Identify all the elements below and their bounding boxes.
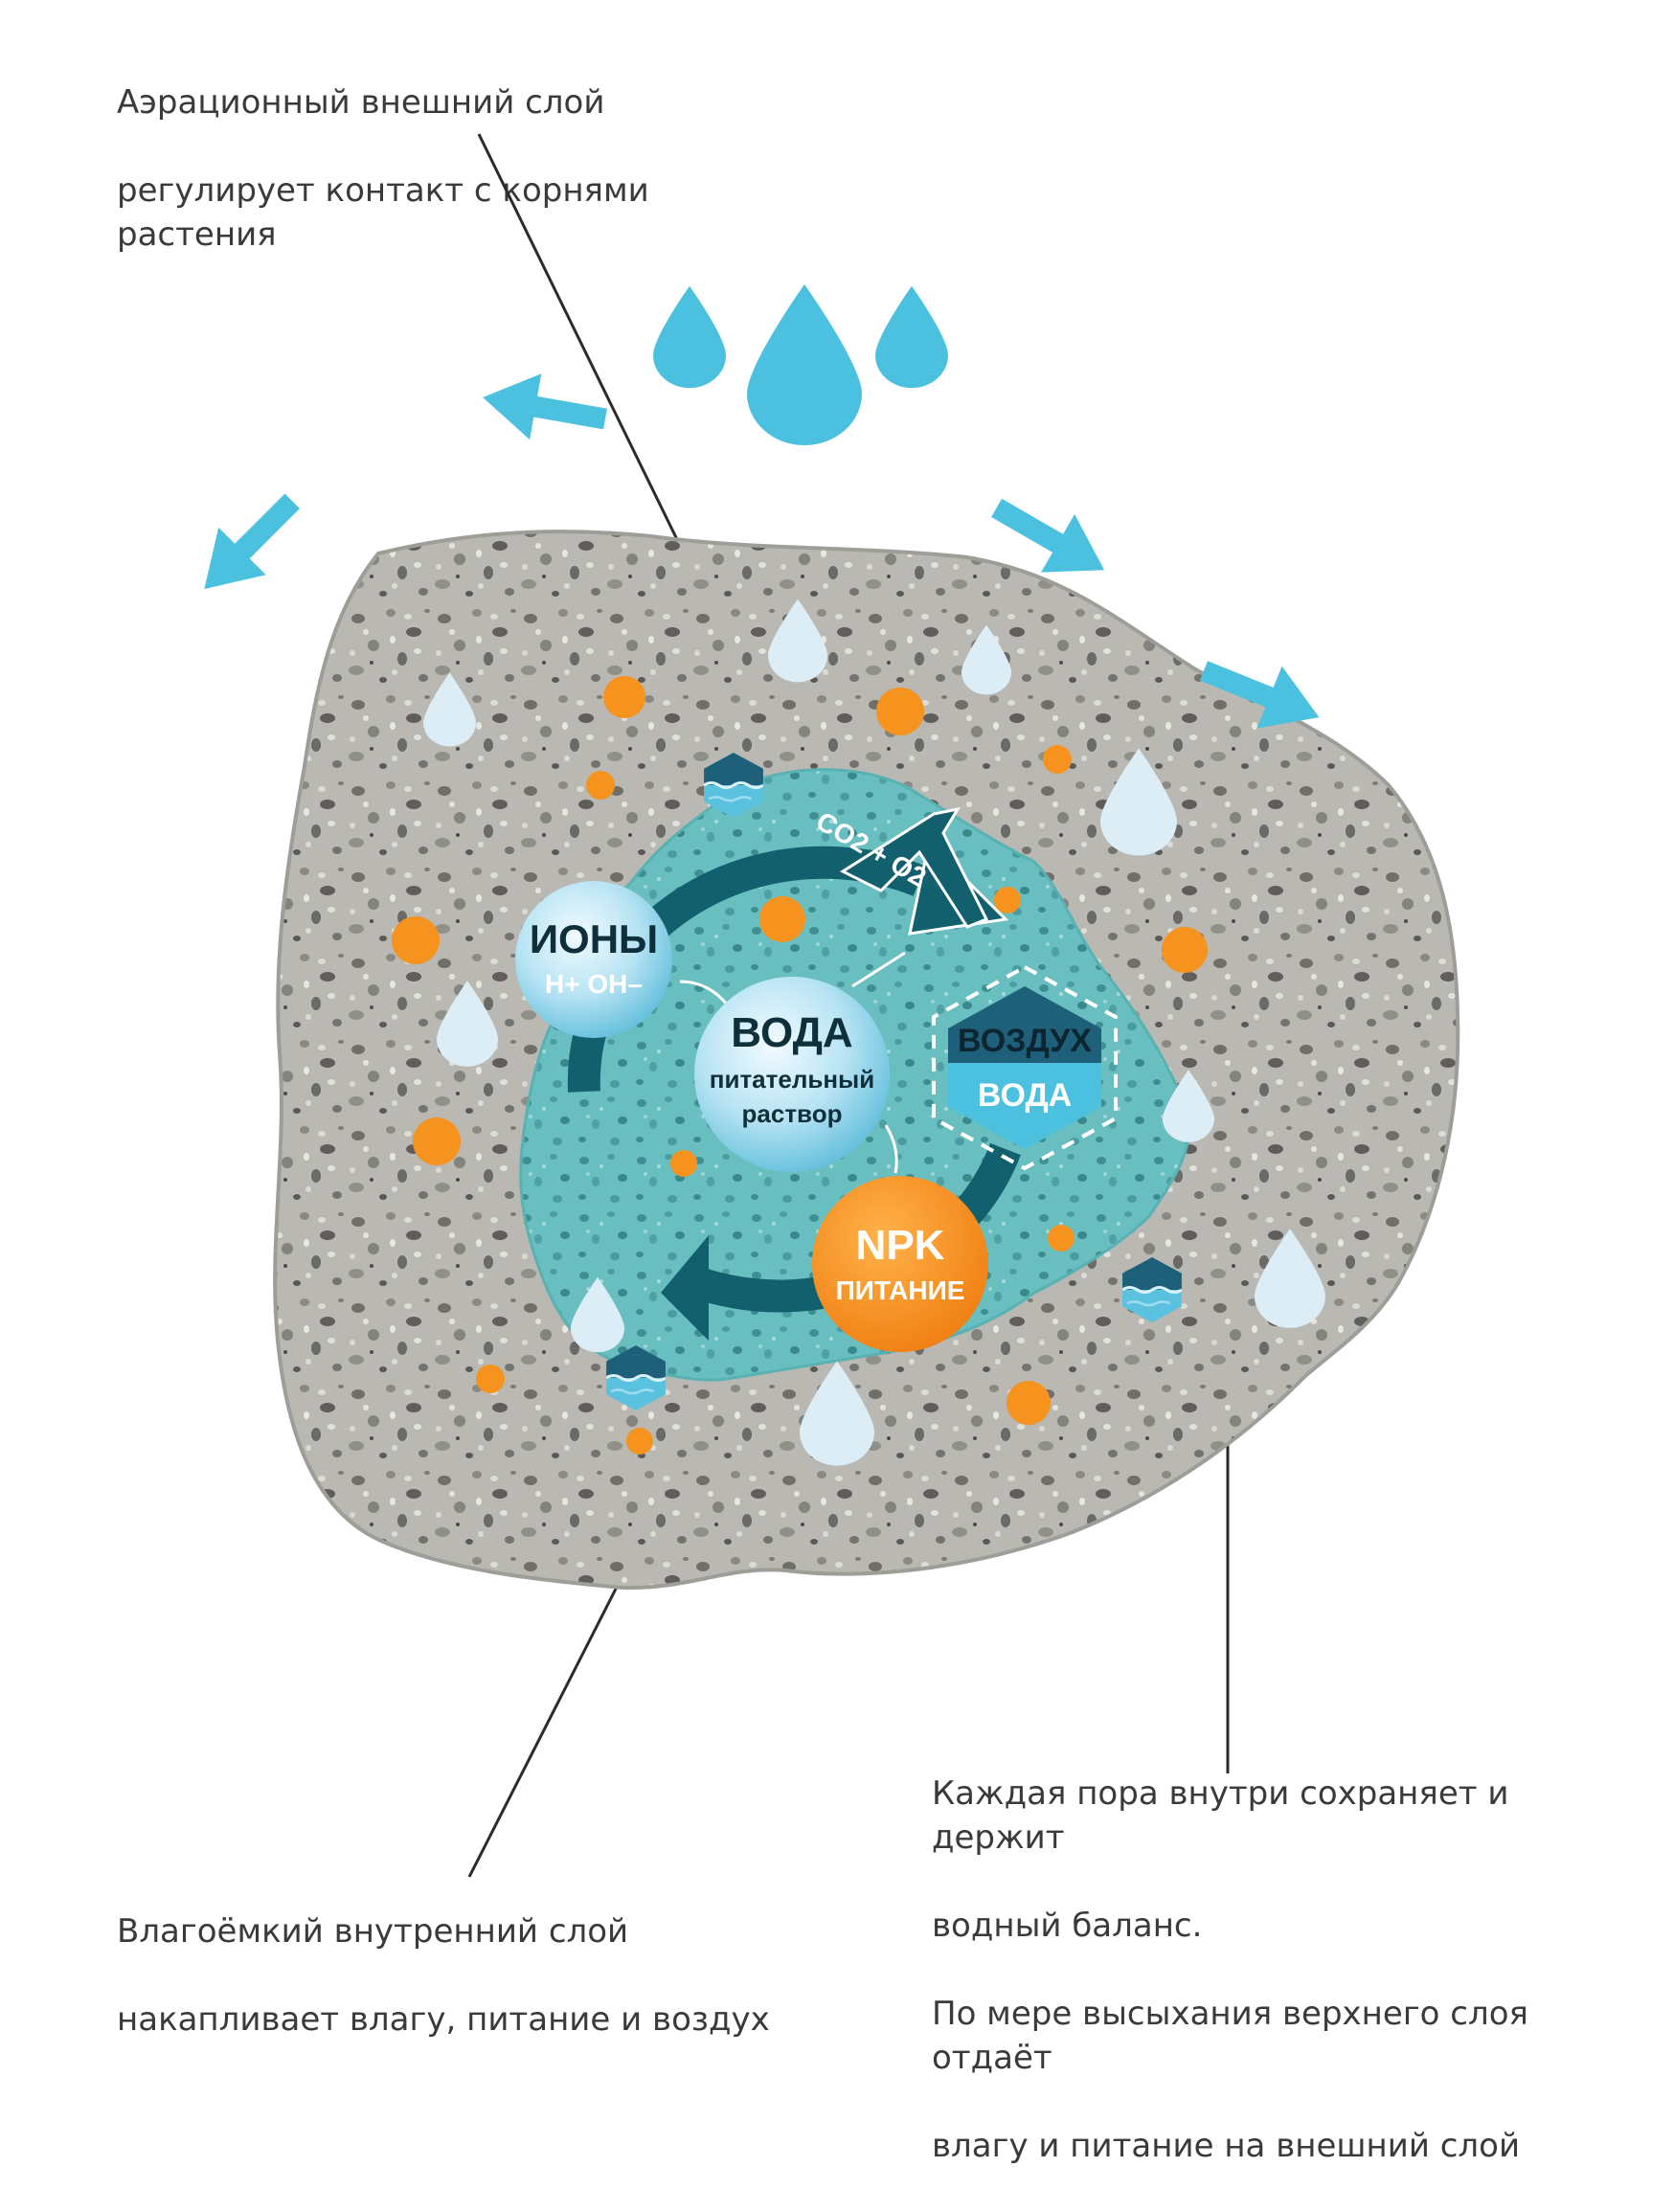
link-arrow-ions [679,980,730,1006]
node-npk-sub: ПИТАНИЕ [836,1275,965,1305]
node-water-title: ВОДА [731,1009,852,1056]
callout-pores-line-2: водный баланс. [932,1907,1203,1945]
nutrient-dot-icon [876,688,924,735]
callout-outer-layer-line-1: Аэрационный внешний слой [117,83,605,122]
arrow-icon [180,477,316,613]
callout-pores-line-4: влагу и питание на внешний слой [932,2127,1521,2165]
node-air-water-top: ВОЗДУХ [958,1023,1092,1059]
node-npk-title: NPK [856,1222,945,1269]
callout-inner-layer-line-2: накапливает влагу, питание и воздух [117,2000,770,2039]
water-drop-icon [653,285,726,389]
link-arrow-npk [884,1124,898,1174]
arrow-icon [476,364,612,452]
circulation-arrowhead-bottom [661,1235,709,1341]
callout-inner-layer-line-1: Влагоёмкий внутренний слой [117,1912,629,1951]
node-npk-circle [812,1176,988,1352]
node-ions-sub: H+ OH– [545,969,643,999]
nutrient-dot-icon [1048,1225,1075,1252]
link-arrows [679,951,906,1174]
callout-outer-layer: Аэрационный внешний слой регулирует конт… [117,36,806,301]
gas-arrow [839,806,989,929]
stone-diagram: CO2 + O2 ИОНЫ H+ OH– ВОДА питательный ра… [180,133,1460,1878]
water-drop-icon [747,284,862,445]
node-air-water-hex-top [948,986,1101,1063]
callout-inner-layer: Влагоёмкий внутренний слой накапливает в… [117,1865,787,2086]
nutrient-dot-icon [476,1365,505,1393]
link-arrow-gas [851,951,906,988]
node-ions-title: ИОНЫ [530,916,658,961]
water-drop-icon [875,285,948,389]
nutrient-dot-icon [759,896,805,942]
nutrient-dot-icon [670,1150,697,1177]
nutrient-dot-icon [586,771,615,800]
node-water: ВОДА питательный раствор [694,977,890,1172]
node-water-sub1: питательный [710,1065,874,1094]
nutrient-dot-icon [994,887,1021,914]
nutrient-dot-icon [1043,745,1072,774]
nutrient-dot-icon [1007,1381,1051,1425]
node-water-sub2: раствор [742,1099,843,1128]
rain-drops [653,284,948,445]
node-water-circle [694,977,890,1172]
node-air-water: ВОЗДУХ ВОДА [932,964,1118,1171]
nutrient-dot-icon [413,1117,461,1165]
node-ions: ИОНЫ H+ OH– [515,881,672,1038]
nutrient-dot-icon [392,916,440,964]
node-npk: NPK ПИТАНИЕ [812,1176,988,1352]
nutrient-dot-icon [1162,927,1208,973]
node-ions-circle [515,881,672,1038]
node-air-water-outline [932,964,1118,1171]
node-air-water-bottom: ВОДА [978,1077,1072,1114]
leader-line-outer-layer [477,133,691,566]
nutrient-dot-icon [626,1428,653,1455]
nutrient-dots [392,676,1208,1455]
nutrient-dot-icon [603,676,645,718]
callout-outer-layer-line-2: регулирует контакт с корнями растения [117,171,649,254]
callout-pores-line-1: Каждая пора внутри сохраняет и держит [932,1774,1509,1857]
